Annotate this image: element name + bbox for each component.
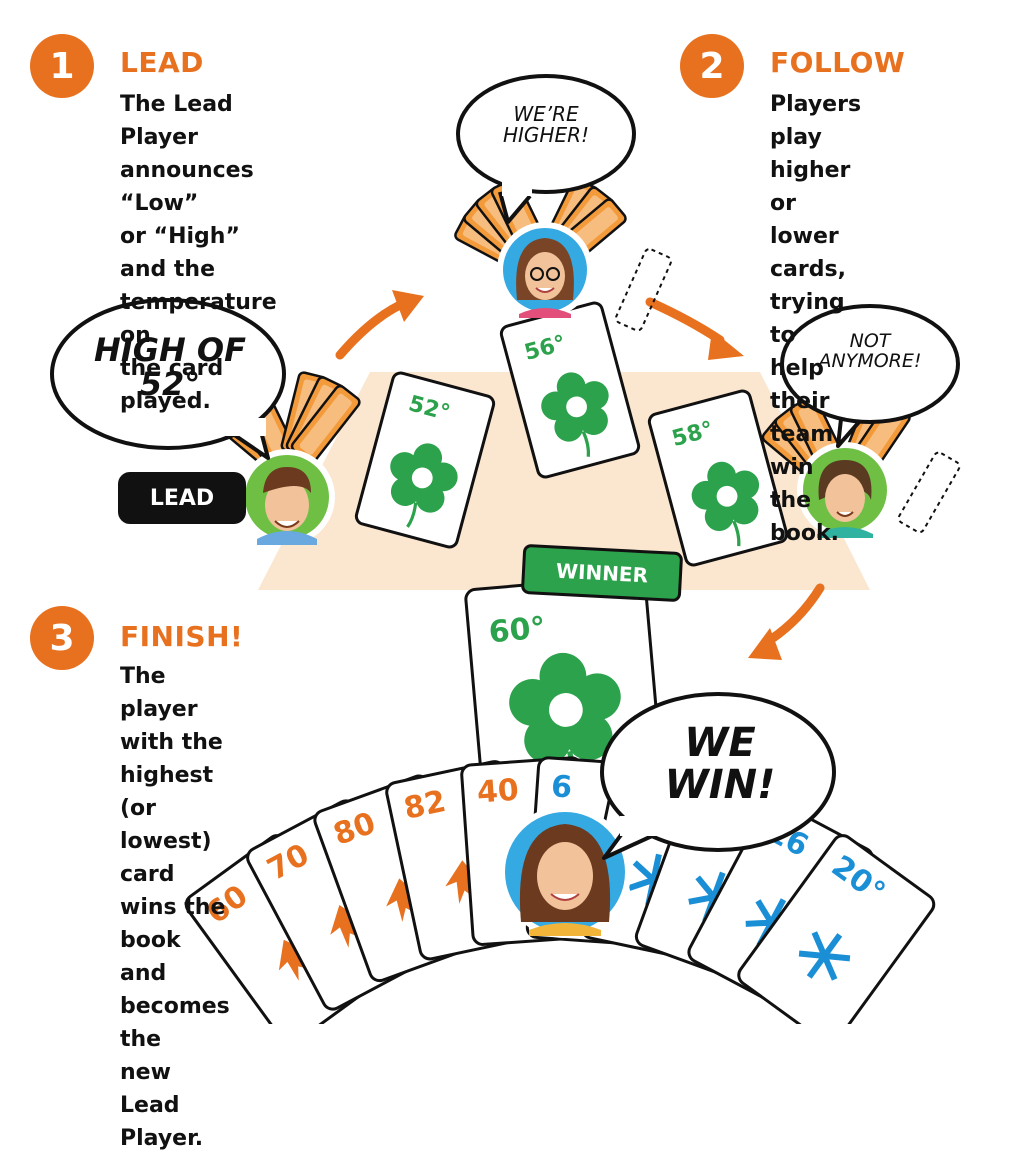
leaf-icon bbox=[278, 939, 319, 981]
winner-tag: WINNER bbox=[520, 543, 684, 603]
hand-card-value: 6 bbox=[550, 769, 573, 805]
hand-card: 20° bbox=[737, 834, 936, 1024]
top-hand bbox=[452, 176, 672, 332]
played-card-top: 56° bbox=[499, 301, 641, 479]
avatar bbox=[497, 222, 593, 318]
speech-bubble-lead bbox=[50, 298, 286, 460]
right-hand bbox=[759, 392, 961, 534]
avatar bbox=[797, 442, 893, 538]
played-card-lead: 52° bbox=[354, 371, 496, 549]
card-value: 60° bbox=[487, 611, 547, 651]
arrow-icon bbox=[708, 330, 744, 360]
avatar bbox=[499, 806, 631, 938]
arrow-icon bbox=[748, 628, 782, 660]
step-number: 1 bbox=[30, 34, 94, 98]
speech-bubble-right bbox=[780, 304, 960, 448]
step-body: Players play higher or lower cards, tryi… bbox=[770, 92, 862, 546]
step-title: FOLLOW bbox=[770, 46, 906, 79]
avatar bbox=[239, 449, 335, 545]
bubble-text-top: WE’RE HIGHER! bbox=[502, 102, 590, 147]
step-title: LEAD bbox=[120, 46, 204, 79]
bubble-text-lead: HIGH OF 52° bbox=[94, 331, 246, 403]
step-number: 3 bbox=[30, 606, 94, 670]
played-card-right: 58° bbox=[647, 389, 789, 567]
speech-bubble-winner bbox=[600, 692, 836, 860]
step-body: The Lead Player announces “Low” or “High… bbox=[120, 92, 277, 414]
hand-card-value: 40 bbox=[476, 773, 520, 811]
arrow-icon bbox=[392, 290, 424, 322]
snowflake-icon bbox=[798, 931, 851, 981]
bubble-text-right: NOT ANYMORE! bbox=[818, 330, 922, 372]
step-title: FINISH! bbox=[120, 620, 244, 653]
step-number: 2 bbox=[680, 34, 744, 98]
step-body: The player with the highest (or lowest) … bbox=[120, 664, 230, 1151]
lead-tag: LEAD bbox=[118, 472, 246, 524]
bubble-text-winner: WE WIN! bbox=[664, 720, 776, 808]
speech-bubble-top bbox=[456, 74, 636, 224]
game-scene: 52° 56° 58° 60° bbox=[50, 74, 961, 1024]
hand-card-value: 82 bbox=[401, 784, 449, 827]
